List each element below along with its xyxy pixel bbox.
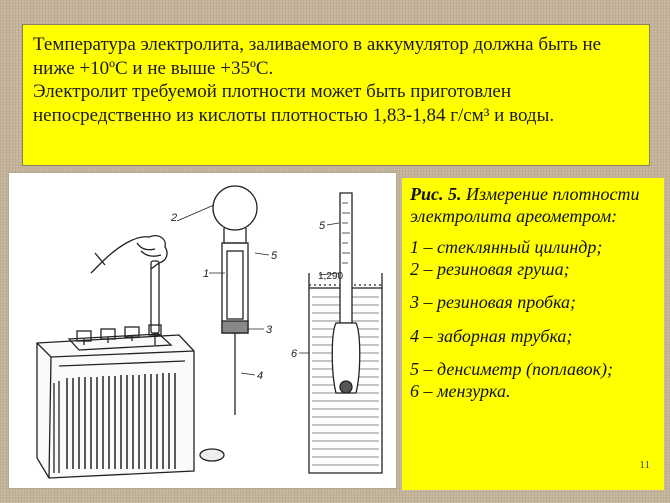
caption-title-text: Измерение плотности электролита ареометр… xyxy=(410,184,640,226)
legend-item-3: 3 – резиновая пробка; xyxy=(410,292,577,312)
callout-3: 3 xyxy=(266,324,273,336)
page-number: 11 xyxy=(639,458,650,471)
caption-title: Рис. 5. Измерение плотности электролита … xyxy=(410,184,658,227)
beaker-drawing xyxy=(299,192,383,474)
legend-item-5: 5 – денсиметр (поплавок); xyxy=(410,359,614,379)
hydrometer-figure: 2 1 5 3 4 5 6 1,290 xyxy=(8,172,397,489)
legend-item-4: 4 – заборная трубка; xyxy=(410,325,573,346)
intro-paragraph-temperature: Температура электролита, заливаемого в а… xyxy=(33,34,602,79)
hydrometer-illustration: 2 1 5 3 4 5 6 1,290 xyxy=(36,185,383,479)
hydrometer-reading-label: 1,290 xyxy=(318,271,343,282)
figure-caption-box: Рис. 5. Измерение плотности электролита … xyxy=(402,178,664,490)
callout-5-syringe: 5 xyxy=(271,250,278,262)
hand-drawing xyxy=(90,235,168,345)
legend-item-1: 1 – стеклянный цилиндр; xyxy=(410,237,603,257)
intro-text-box: Температура электролита, заливаемого в а… xyxy=(22,24,650,166)
legend-item-2: 2 – резиновая груша; xyxy=(410,258,570,279)
battery-drawing xyxy=(36,324,195,479)
battery-cap-drawing xyxy=(199,448,225,462)
callout-4: 4 xyxy=(257,370,263,382)
callout-1: 1 xyxy=(203,268,209,280)
figure-label: Рис. 5. xyxy=(410,184,462,204)
figure-callouts: 2 1 5 3 4 5 6 1,290 xyxy=(170,212,343,382)
intro-paragraph-electrolyte: Электролит требуемой плотности может быт… xyxy=(33,81,555,126)
legend-item-6: 6 – мензурка. xyxy=(410,380,511,401)
callout-2: 2 xyxy=(170,212,177,224)
callout-5-beaker: 5 xyxy=(319,220,326,232)
syringe-hydrometer-drawing xyxy=(176,185,270,415)
callout-6: 6 xyxy=(291,348,298,360)
